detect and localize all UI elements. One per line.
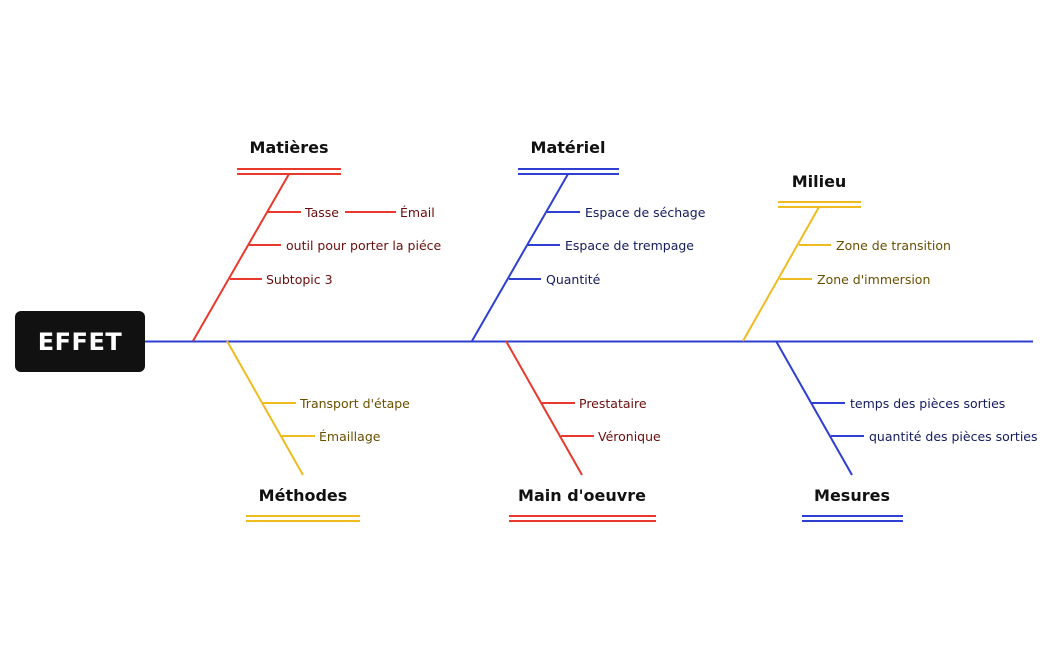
category-methodes[interactable]: Transport d'étape Émaillage Méthodes [226, 340, 410, 522]
category-title-matieres: Matières [250, 138, 329, 157]
subitem-label[interactable]: Émail [400, 205, 435, 220]
item-label[interactable]: temps des pièces sorties [850, 396, 1005, 411]
category-bone [505, 340, 583, 476]
category-title-materiel: Matériel [531, 138, 606, 157]
item-label[interactable]: Zone de transition [836, 238, 951, 253]
item-label[interactable]: Espace de trempage [565, 238, 694, 253]
item-label[interactable]: Zone d'immersion [817, 272, 930, 287]
category-title-main-doeuvre: Main d'oeuvre [518, 486, 646, 505]
item-label[interactable]: Quantité [546, 272, 601, 287]
item-label[interactable]: Subtopic 3 [266, 272, 333, 287]
category-bone [471, 173, 569, 342]
effect-label: EFFET [37, 327, 123, 356]
category-matieres[interactable]: Matières Tasse Émail outil pour porter l… [192, 138, 442, 342]
item-label[interactable]: Prestataire [579, 396, 647, 411]
category-title-milieu: Milieu [792, 172, 847, 191]
category-title-mesures: Mesures [814, 486, 890, 505]
item-label[interactable]: Véronique [598, 429, 661, 444]
item-label[interactable]: Émaillage [319, 429, 381, 444]
category-main-doeuvre[interactable]: Prestataire Véronique Main d'oeuvre [505, 340, 661, 522]
category-milieu[interactable]: Milieu Zone de transition Zone d'immersi… [742, 172, 951, 342]
item-label[interactable]: outil pour porter la piéce [286, 238, 442, 253]
item-label[interactable]: Transport d'étape [299, 396, 410, 411]
effect-head-box[interactable]: EFFET [15, 311, 145, 372]
category-bone [775, 340, 853, 476]
category-bone [742, 206, 820, 342]
category-title-methodes: Méthodes [259, 486, 348, 505]
category-mesures[interactable]: temps des pièces sorties quantité des pi… [775, 340, 1038, 522]
item-label[interactable]: Tasse [304, 205, 339, 220]
category-materiel[interactable]: Matériel Espace de séchage Espace de tre… [471, 138, 706, 342]
category-bone [226, 340, 304, 476]
item-label[interactable]: Espace de séchage [585, 205, 706, 220]
item-label[interactable]: quantité des pièces sorties [869, 429, 1038, 444]
category-bone [192, 173, 290, 342]
